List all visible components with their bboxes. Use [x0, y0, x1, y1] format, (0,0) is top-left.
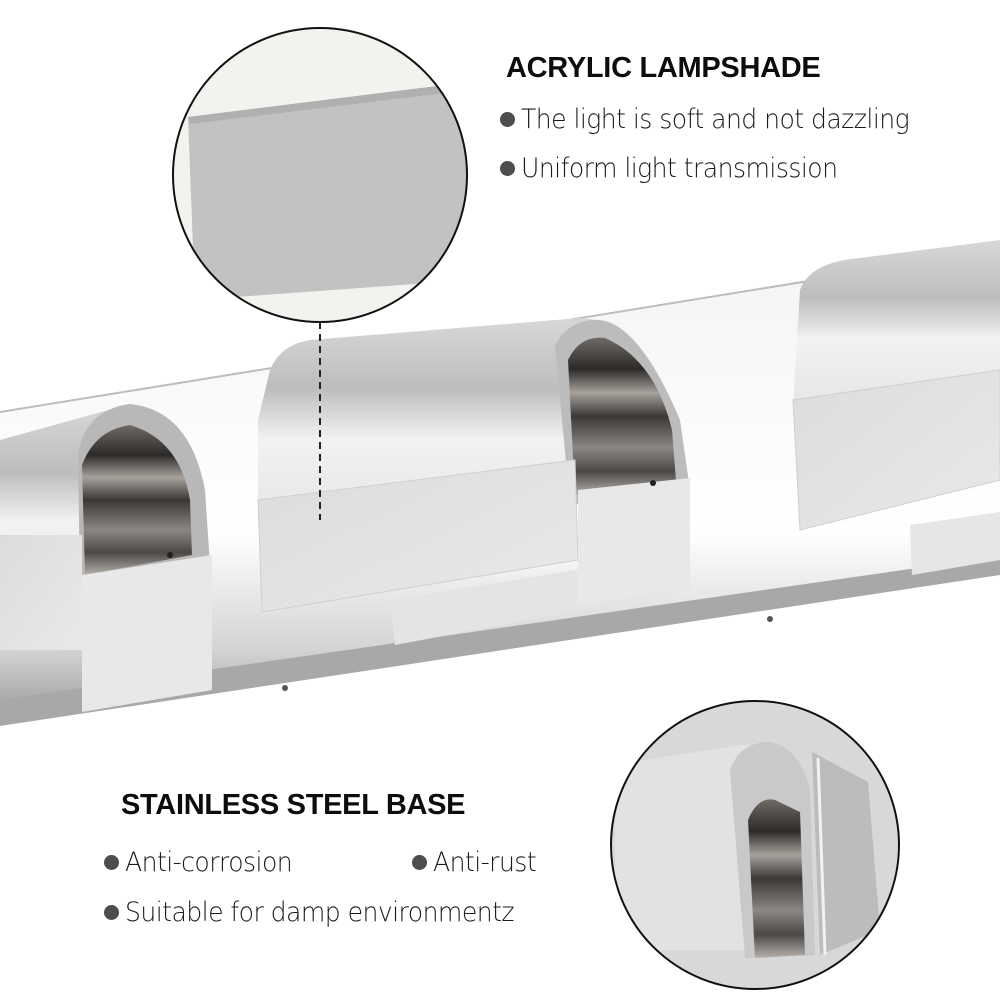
bullet-dot-icon	[500, 161, 515, 176]
bullet-text: The light is soft and not dazzling	[521, 104, 910, 135]
bullet-text: Uniform light transmission	[521, 153, 838, 184]
lampshade-bullet: Uniform light transmission	[500, 153, 861, 184]
bullet-dot-icon	[104, 855, 119, 870]
lampshade-closeup-magnifier	[172, 27, 468, 323]
base-bullet: Anti-corrosion	[104, 847, 305, 878]
bullet-text: Anti-rust	[433, 847, 537, 878]
lamp-right	[792, 240, 1000, 575]
base-bullet: Suitable for damp environmentz	[104, 897, 543, 928]
lampshade-bullet: The light is soft and not dazzling	[500, 104, 938, 135]
bullet-dot-icon	[500, 112, 515, 127]
bullet-dot-icon	[412, 855, 427, 870]
lamp-middle	[257, 318, 690, 645]
base-bullet: Anti-rust	[412, 847, 544, 878]
base-closeup-magnifier	[610, 700, 900, 990]
lamp-left	[0, 404, 212, 712]
bullet-text: Anti-corrosion	[125, 847, 293, 878]
bullet-dot-icon	[104, 905, 119, 920]
bullet-text: Suitable for damp environmentz	[125, 897, 515, 928]
base-heading: STAINLESS STEEL BASE	[121, 789, 466, 821]
lampshade-heading: ACRYLIC LAMPSHADE	[506, 52, 821, 84]
